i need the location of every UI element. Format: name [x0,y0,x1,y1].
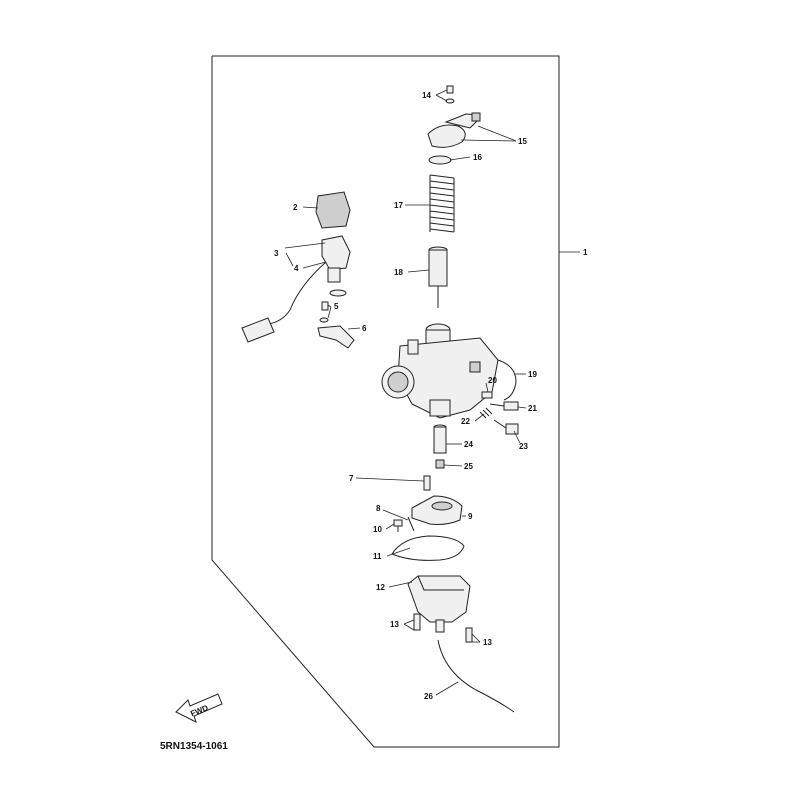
callout-21: 21 [528,404,537,413]
part-screw-23 [493,419,519,435]
part-screw-5 [319,301,329,323]
part-gasket-11 [391,535,465,561]
callout-11: 11 [373,552,382,561]
part-spring-22 [479,407,493,419]
diagram-frame [211,55,560,748]
fwd-arrow-icon: FWD [175,693,223,723]
part-screw-14 [445,85,455,104]
part-starter-3 [241,235,351,343]
callout-26: 26 [424,692,433,701]
part-hose-26 [437,639,515,713]
callout-9: 9 [468,512,473,521]
callout-25: 25 [464,462,473,471]
leader-lines [284,89,580,696]
callout-13-left: 13 [390,620,399,629]
part-cover-2 [315,191,351,229]
part-screw-21 [489,401,519,411]
part-cap-15 [427,112,481,148]
part-screw-10 [393,519,403,532]
callout-2: 2 [293,203,298,212]
callout-6: 6 [362,324,367,333]
callout-23: 23 [519,442,528,451]
callout-1: 1 [583,248,588,257]
callout-24: 24 [464,440,473,449]
part-washer-16 [428,155,452,165]
part-float-9 [411,495,463,525]
part-pin-8 [407,516,415,532]
part-jet-25 [435,459,445,469]
callout-14: 14 [422,91,431,100]
callout-5: 5 [334,302,339,311]
callout-4: 4 [294,264,299,273]
callout-3: 3 [274,249,279,258]
callout-15: 15 [518,137,527,146]
part-carburetor-body-1 [381,323,499,419]
callout-16: 16 [473,153,482,162]
callout-13-right: 13 [483,638,492,647]
callout-22: 22 [461,417,470,426]
callout-20: 20 [488,376,497,385]
part-screw-13-right [465,627,473,643]
part-screw-13-left [413,613,421,631]
part-bracket-6 [317,325,355,349]
part-tube-24 [433,424,447,454]
part-hose-19 [497,359,517,401]
part-float-bowl-12 [407,575,471,633]
callout-7: 7 [349,474,354,483]
callout-12: 12 [376,583,385,592]
callout-19: 19 [528,370,537,379]
callout-18: 18 [394,268,403,277]
callout-17: 17 [394,201,403,210]
part-float-valve-7 [423,475,431,491]
diagram-code: 5RN1354-1061 [160,741,228,752]
part-screw-20 [481,391,493,399]
callout-10: 10 [373,525,382,534]
part-throttle-valve-18 [428,246,448,308]
callout-8: 8 [376,504,381,513]
part-spring-17 [429,174,455,233]
